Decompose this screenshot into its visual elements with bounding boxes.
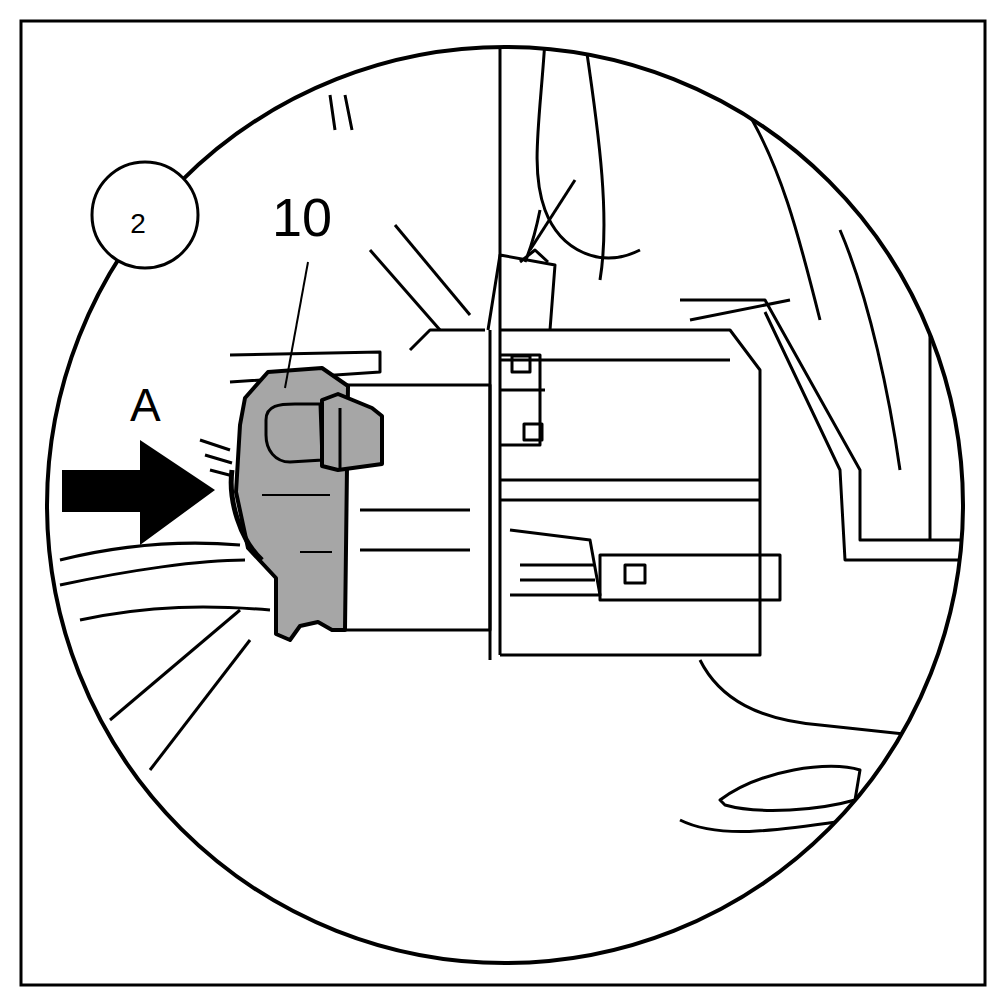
clip-edge [231,470,262,560]
callout-circle: 2 [90,160,200,270]
leader-line [285,262,308,388]
frame [21,21,985,985]
direction-arrow [62,440,215,545]
callout-number: 10 [272,190,332,244]
clip-latch [266,404,322,462]
clip-lever [322,394,382,470]
view-letter: A [130,382,161,428]
circle-shape [92,162,198,268]
lever-edge [339,408,342,468]
clip-detail [262,495,332,552]
detail-view [60,40,960,832]
callout-number: 2 [130,210,146,238]
detail-circle [47,47,963,963]
